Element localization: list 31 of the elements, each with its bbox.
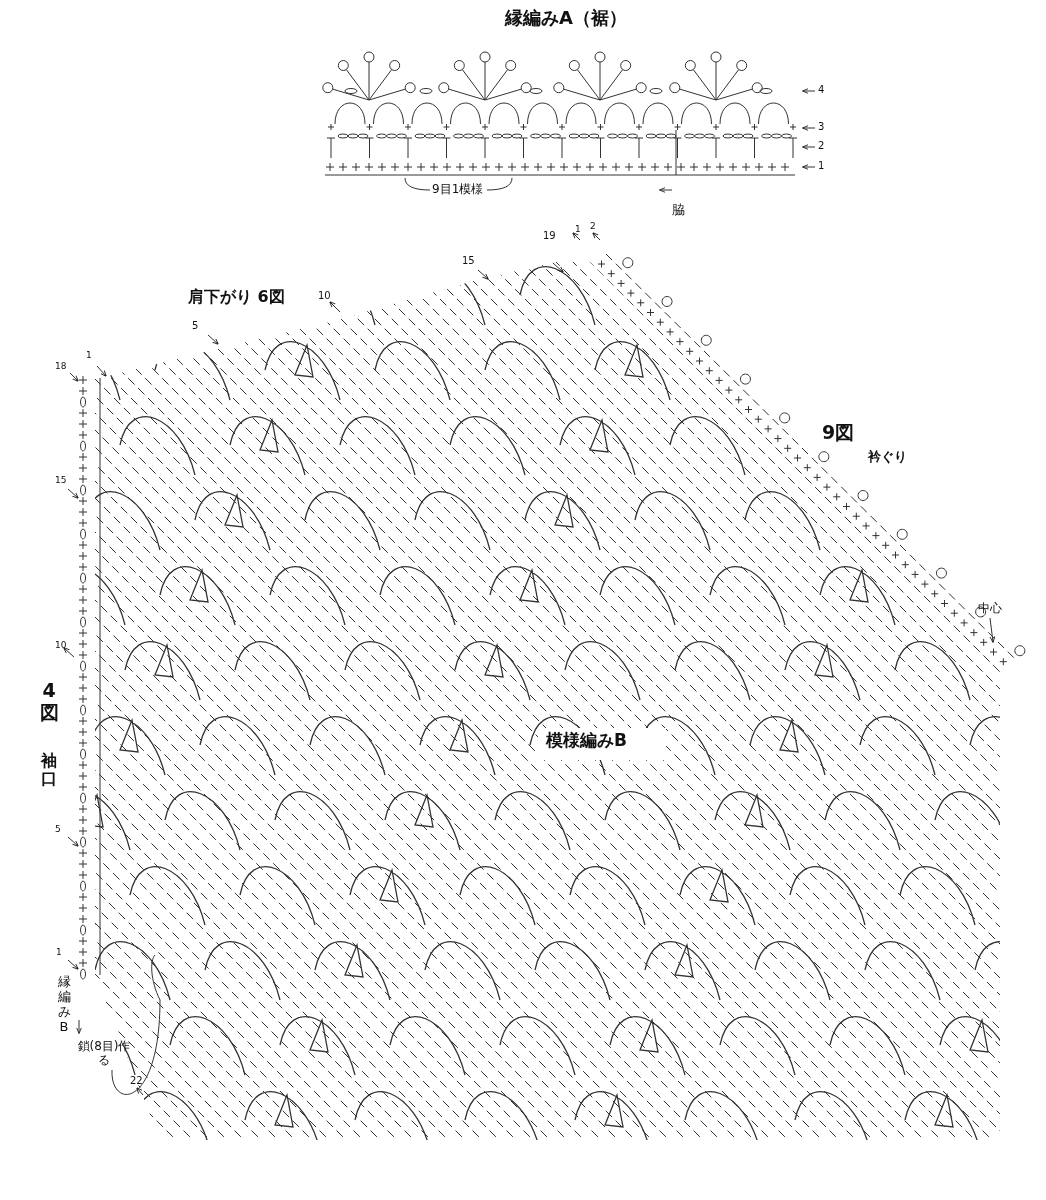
section-label: 衿ぐり	[868, 450, 907, 465]
row-number: 5	[55, 824, 61, 835]
row-number: 1	[575, 224, 581, 235]
row-number: 2	[818, 140, 825, 152]
note-text: 鎖(8目)作る	[72, 1040, 136, 1068]
row-number: 4	[818, 84, 825, 96]
row-number: 5	[192, 320, 199, 332]
row-number: 15	[462, 255, 475, 267]
note-text: 縁編みB	[56, 975, 72, 1035]
section-label: 9図	[822, 422, 855, 444]
section-label: 肩下がり 6図	[188, 288, 285, 307]
row-number: 3	[818, 121, 825, 133]
note-text: 9目1模様	[432, 183, 484, 197]
row-number: 1	[818, 160, 825, 172]
chart-title: 縁編みA（裾）	[505, 8, 627, 29]
row-number: 18	[55, 361, 67, 372]
row-number: 2	[590, 221, 596, 232]
note-text: 中心	[978, 602, 1002, 616]
section-label: 4図	[38, 680, 60, 724]
row-number: 10	[318, 290, 331, 302]
row-number: 1	[56, 947, 62, 958]
row-number: 19	[543, 230, 556, 242]
row-number: 10	[55, 640, 67, 651]
arrow	[989, 617, 996, 644]
row-number: 1	[86, 350, 92, 361]
note-text: 脇	[672, 203, 685, 218]
row-number: 15	[55, 475, 67, 486]
leader-line	[111, 954, 161, 1095]
section-label: 袖口	[39, 752, 58, 789]
row-number: 22	[130, 1075, 143, 1087]
pattern-name: 模様編みB	[546, 731, 627, 751]
